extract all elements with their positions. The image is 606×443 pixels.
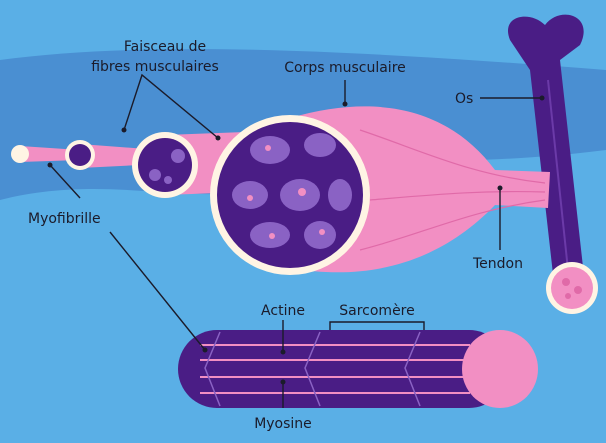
label-faisceau-line1: Faisceau de: [124, 39, 206, 55]
label-sarcomere: Sarcomère: [339, 303, 415, 319]
label-myosine: Myosine: [254, 416, 312, 432]
myofibril-end: [11, 145, 29, 163]
label-myofibrille: Myofibrille: [28, 211, 101, 227]
label-tendon: Tendon: [472, 256, 523, 272]
label-faisceau-line2: fibres musculaires: [91, 59, 219, 75]
label-corps-musculaire: Corps musculaire: [284, 60, 406, 76]
bone: [508, 14, 598, 314]
label-os: Os: [455, 91, 473, 107]
label-actine: Actine: [261, 303, 305, 319]
myofibril-detail: [178, 330, 538, 408]
